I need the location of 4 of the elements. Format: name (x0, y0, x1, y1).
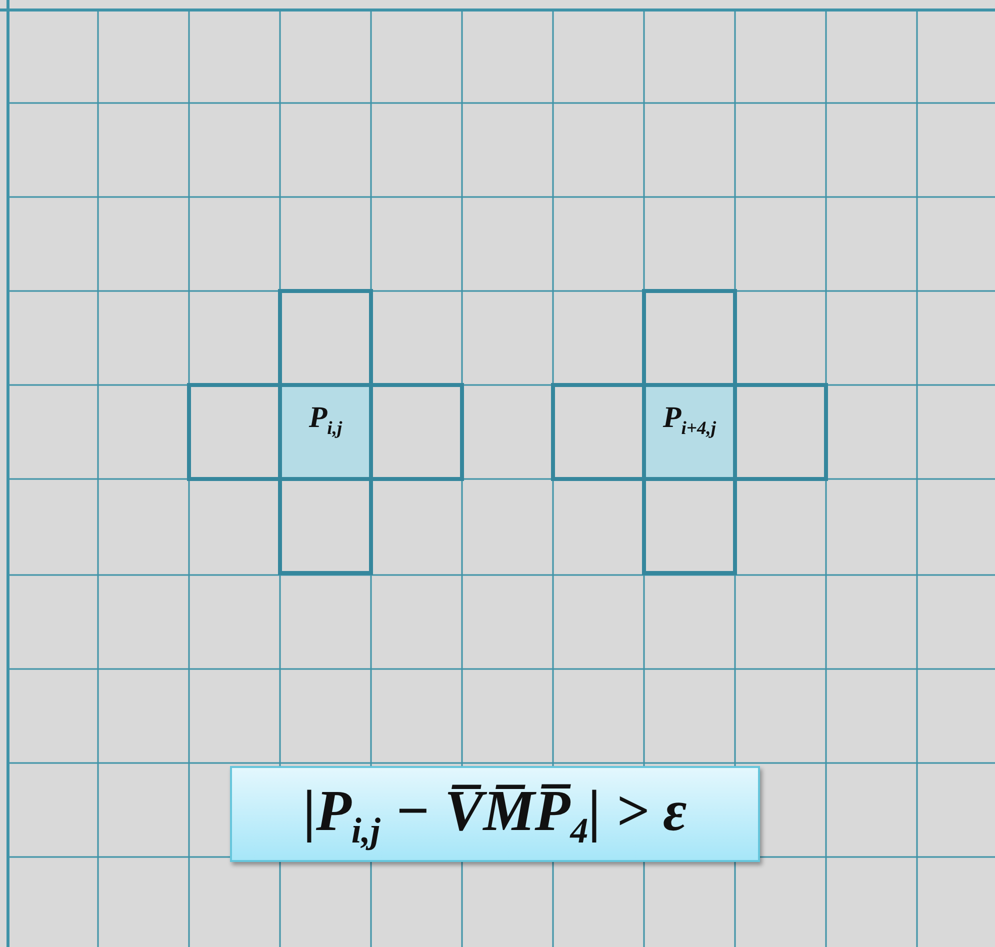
cell-label: P$_{i,j}$ (308, 401, 344, 440)
cell-label: P$_{i+4,j}$ (662, 401, 718, 440)
formula-box (230, 766, 760, 862)
formula: |P$_{i,j}$ − V̅M̅P̅$_{4}$| > ε (303, 776, 687, 852)
